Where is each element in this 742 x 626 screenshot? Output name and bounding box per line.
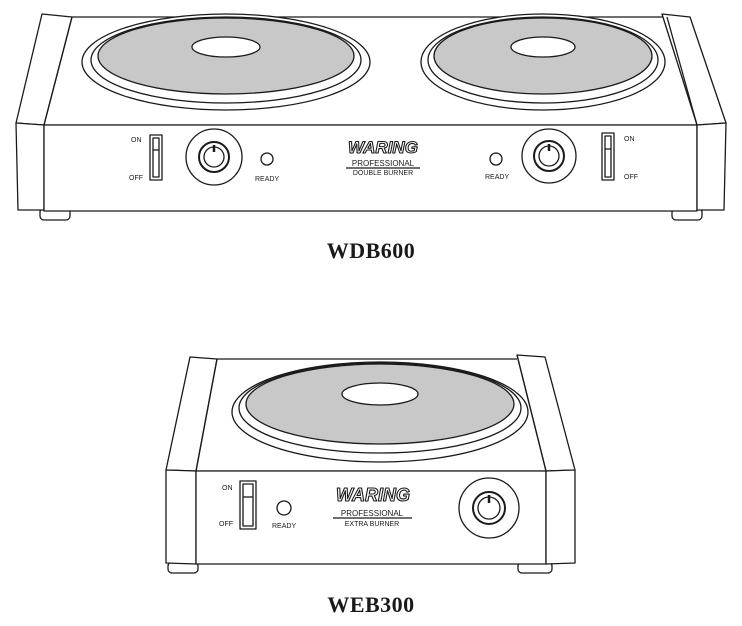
power-switch[interactable] (239, 480, 257, 530)
brand-line-1: PROFESSIONAL (352, 159, 415, 168)
switch-off-label: OFF (219, 521, 233, 528)
ready-label: READY (255, 176, 279, 183)
brand-logo-text: WARING (348, 138, 418, 157)
temperature-knob[interactable] (458, 477, 520, 539)
temperature-knob-left[interactable] (185, 128, 243, 186)
ready-light-icon (276, 500, 292, 516)
switch-off-label: OFF (624, 174, 638, 181)
brand-line-2: EXTRA BURNER (345, 521, 399, 528)
ready-label: READY (272, 523, 296, 530)
switch-off-label: OFF (129, 175, 143, 182)
ready-light-icon (489, 152, 503, 166)
burner-single (231, 361, 529, 463)
temperature-knob-right[interactable] (521, 128, 577, 184)
double-burner-appliance: ON OFF READY WARING PROFESSIONAL DOUBLE … (15, 13, 727, 221)
brand-line-1: PROFESSIONAL (341, 509, 404, 518)
left-side-panel (15, 13, 73, 126)
model-label-double: WDB600 (326, 238, 416, 263)
model-label-single: WEB300 (327, 592, 415, 617)
brand-logo-text: WARING (336, 485, 410, 505)
power-switch-left[interactable] (149, 134, 163, 181)
single-burner-appliance: ON OFF READY WARING PROFESSIONAL EXTRA B… (165, 354, 576, 574)
switch-on-label: ON (222, 485, 233, 492)
burner-left (81, 13, 371, 111)
brand-logo: WARING PROFESSIONAL EXTRA BURNER (333, 484, 412, 528)
burner-right (420, 13, 666, 111)
ready-light-icon (260, 152, 274, 166)
left-side-panel (165, 356, 218, 472)
front-panel (15, 122, 45, 211)
front-panel-right (545, 469, 576, 565)
switch-on-label: ON (624, 136, 635, 143)
ready-label: READY (485, 174, 509, 181)
brand-line-2: DOUBLE BURNER (353, 170, 413, 177)
power-switch-right[interactable] (601, 132, 615, 181)
brand-logo: WARING PROFESSIONAL DOUBLE BURNER (346, 137, 420, 177)
front-panel (165, 469, 197, 565)
front-panel-right (696, 122, 727, 211)
switch-on-label: ON (131, 137, 142, 144)
right-side-panel (661, 13, 727, 126)
